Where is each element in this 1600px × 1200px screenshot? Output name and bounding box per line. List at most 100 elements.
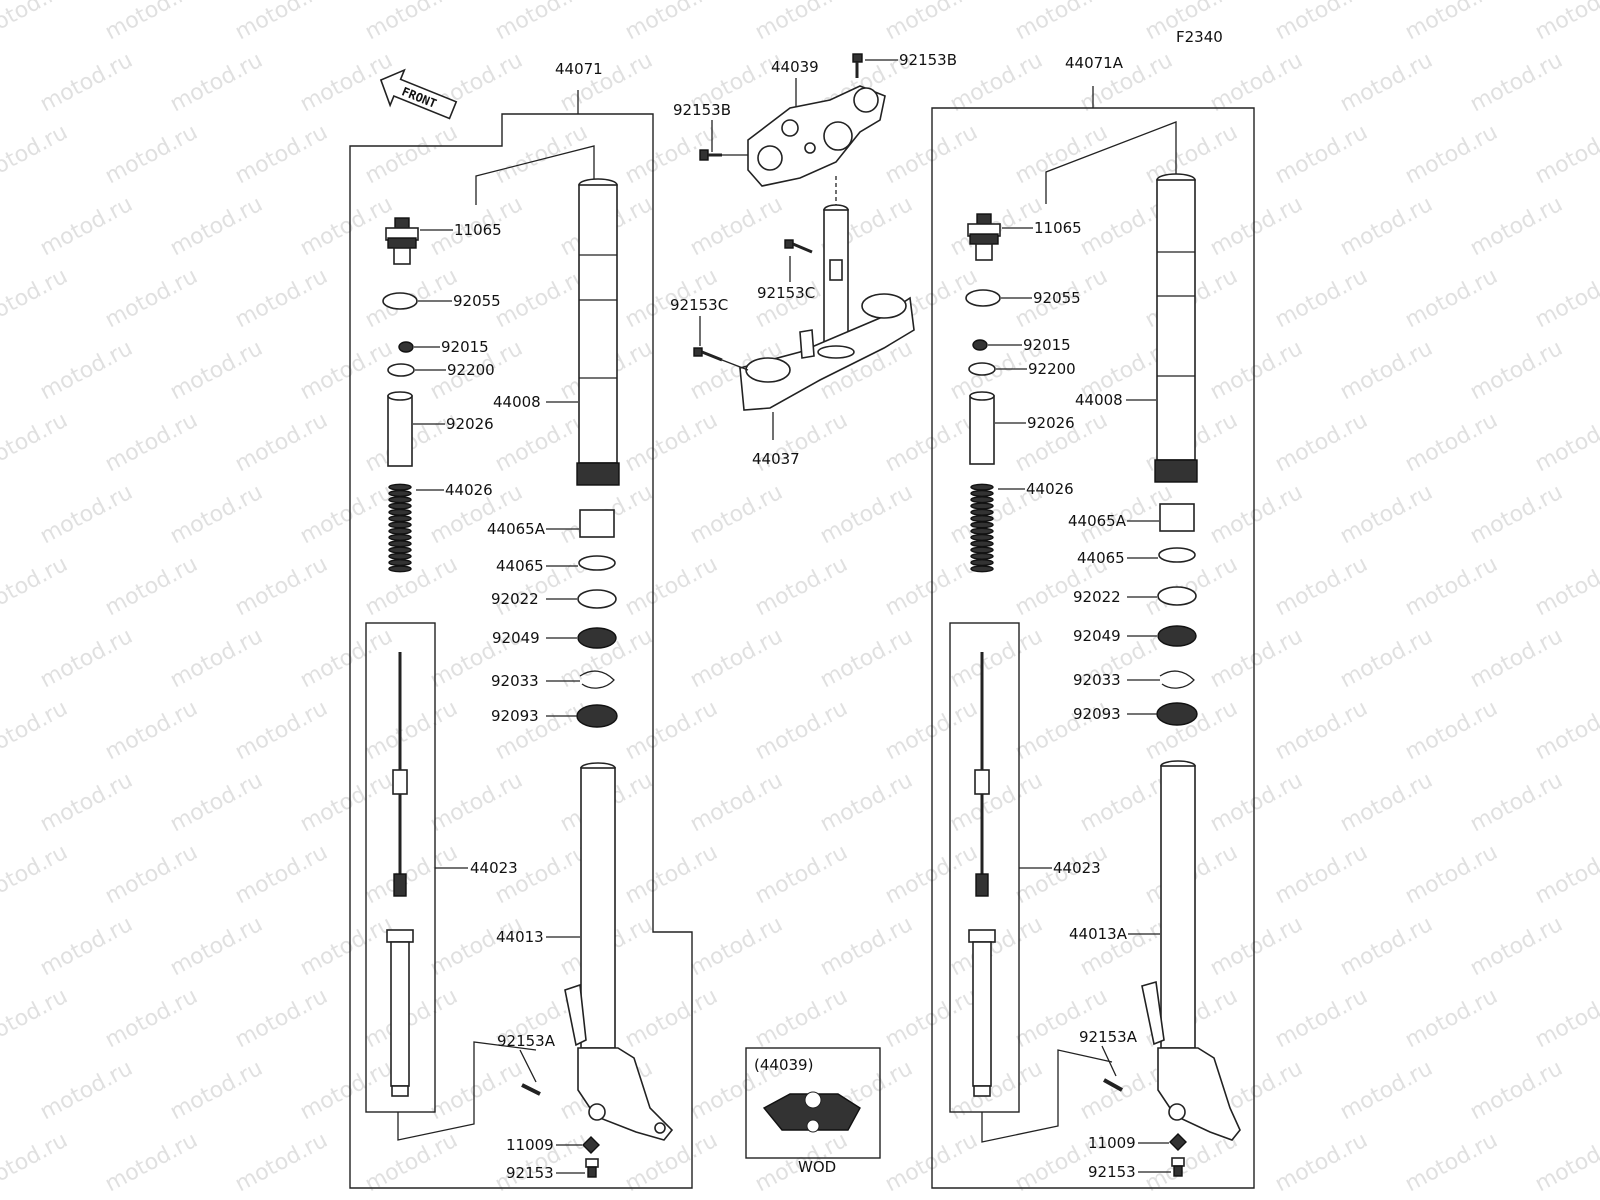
left-dust-seal: [576, 704, 618, 728]
watermark-text: motod.ru: [36, 48, 137, 117]
watermark-text: motod.ru: [0, 552, 72, 621]
spring-coil: [970, 546, 994, 554]
left-washer-b: [577, 589, 617, 609]
watermark-text: motod.ru: [101, 840, 202, 909]
center-group: 44039 92153B 92153B: [670, 51, 957, 1176]
watermark-text: motod.ru: [1531, 840, 1600, 909]
right-label-oil-seal: 92049: [1073, 627, 1121, 645]
right-label-o-ring: 92055: [1033, 289, 1081, 307]
right-washer-c: [1169, 1133, 1187, 1151]
spring-coil: [970, 515, 994, 523]
watermark-text: motod.ru: [816, 768, 917, 837]
left-label-spring: 44026: [445, 481, 493, 499]
watermark-text: motod.ru: [686, 480, 787, 549]
watermark-text: motod.ru: [881, 0, 982, 45]
watermark-text: motod.ru: [361, 1128, 462, 1197]
label-upper-bracket: 44039: [771, 58, 819, 76]
watermark-text: motod.ru: [751, 552, 852, 621]
watermark-text: motod.ru: [101, 120, 202, 189]
right-cylinder-unit: [968, 652, 996, 1097]
label-top-bolt-b: 92153B: [899, 51, 957, 69]
left-label-washer-b: 92022: [491, 590, 539, 608]
watermark-text: motod.ru: [1531, 264, 1600, 333]
watermark-text: motod.ru: [1531, 696, 1600, 765]
watermark-text: motod.ru: [1596, 480, 1600, 549]
spring-coil: [388, 527, 412, 535]
left-label-cylinder-unit: 44023: [470, 859, 518, 877]
watermark-text: motod.ru: [491, 0, 592, 45]
right-bush: [1158, 547, 1196, 563]
spring-coil: [388, 508, 412, 516]
upper-triple-clamp: [747, 85, 886, 187]
left-nut: [398, 341, 414, 353]
watermark-text: motod.ru: [1596, 912, 1600, 981]
left-spring: [388, 483, 412, 573]
watermark-text: motod.ru: [1401, 0, 1502, 45]
left-washer: [387, 363, 415, 377]
spring-coil: [388, 559, 412, 567]
watermark-text: motod.ru: [1401, 840, 1502, 909]
watermark-text: motod.ru: [1466, 336, 1567, 405]
left-label-snap-ring: 92033: [491, 672, 539, 690]
watermark-text: motod.ru: [36, 768, 137, 837]
watermark-text: motod.ru: [296, 768, 397, 837]
right-label-bush-a: 44065A: [1068, 512, 1127, 530]
watermark-text: motod.ru: [36, 1056, 137, 1125]
left-assembly-label: 44071: [555, 60, 603, 78]
watermark-text: motod.ru: [946, 912, 1047, 981]
inset-box: [745, 1047, 881, 1159]
watermark-text: motod.ru: [816, 912, 917, 981]
left-label-bush-a: 44065A: [487, 520, 546, 538]
spring-coil: [388, 483, 412, 491]
watermark-text: motod.ru: [1596, 336, 1600, 405]
left-label-bolt-a: 92153A: [497, 1032, 556, 1050]
diagram-code: F2340: [1176, 28, 1223, 46]
left-label-washer: 92200: [447, 361, 495, 379]
right-dust-seal: [1156, 702, 1198, 726]
watermark-text: motod.ru: [621, 408, 722, 477]
watermark-text: motod.ru: [0, 1128, 72, 1197]
right-label-spring: 44026: [1026, 480, 1074, 498]
watermark-text: motod.ru: [946, 768, 1047, 837]
label-left-bolt-b: 92153B: [673, 101, 731, 119]
watermark-text: motod.ru: [686, 912, 787, 981]
left-label-inner-tube: 44008: [493, 393, 541, 411]
spring-coil: [970, 527, 994, 535]
spring-coil: [388, 489, 412, 497]
right-oil-seal: [1157, 625, 1197, 647]
watermark-text: motod.ru: [1401, 408, 1502, 477]
watermark-text: motod.ru: [1531, 0, 1600, 45]
spring-coil: [388, 496, 412, 504]
inset-ref: (44039): [754, 1056, 813, 1074]
watermark-text: motod.ru: [1336, 48, 1437, 117]
watermark-text: motod.ru: [231, 696, 332, 765]
left-label-washer-c: 11009: [506, 1136, 554, 1154]
left-label-oil-seal: 92049: [492, 629, 540, 647]
watermark-text: motod.ru: [1336, 1056, 1437, 1125]
steering-stem: [823, 204, 849, 351]
spring-coil: [970, 508, 994, 516]
watermark-text: motod.ru: [1531, 1128, 1600, 1197]
label-bolt-c-upper: 92153C: [757, 284, 815, 302]
watermark-text: motod.ru: [1596, 192, 1600, 261]
left-bush: [578, 555, 616, 571]
watermark-text: motod.ru: [1531, 120, 1600, 189]
watermark-text: motod.ru: [1466, 480, 1567, 549]
left-bolt-b-part: [699, 149, 722, 161]
watermark-text: motod.ru: [0, 984, 72, 1053]
left-bolt-c-part: [693, 347, 723, 362]
watermark-text: motod.ru: [231, 264, 332, 333]
left-label-bush: 44065: [496, 557, 544, 575]
watermark-text: motod.ru: [231, 552, 332, 621]
right-nut: [972, 339, 988, 351]
watermark-text: motod.ru: [1401, 696, 1502, 765]
left-outer-tube: [564, 762, 674, 1141]
watermark-text: motod.ru: [621, 1128, 722, 1197]
right-outer-tube: [1141, 760, 1241, 1141]
left-label-outer-tube: 44013: [496, 928, 544, 946]
watermark-text: motod.ru: [751, 840, 852, 909]
watermark-text: motod.ru: [556, 48, 657, 117]
watermark-text: motod.ru: [166, 768, 267, 837]
watermark-text: motod.ru: [1271, 1128, 1372, 1197]
